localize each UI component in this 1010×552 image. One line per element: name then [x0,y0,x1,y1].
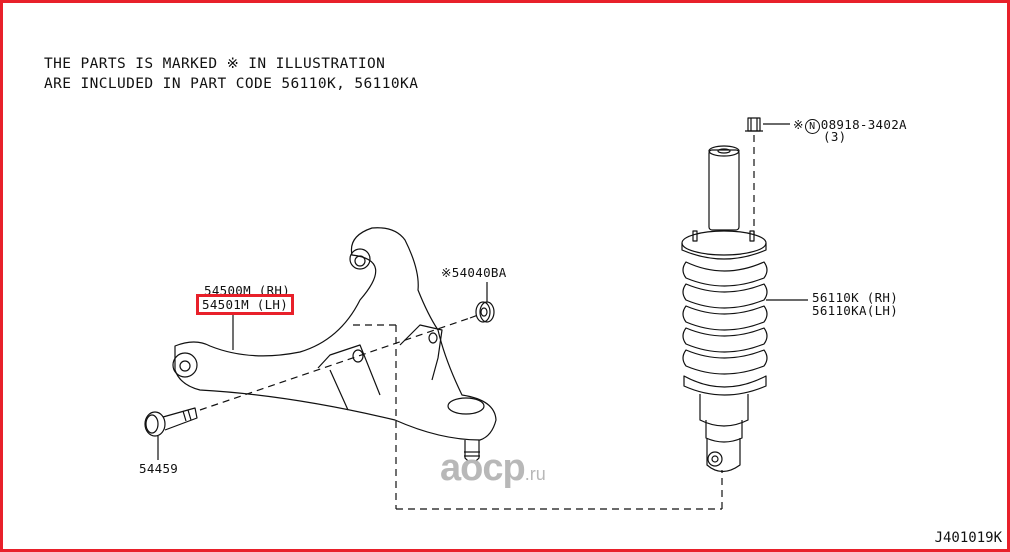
part-number: 08918-3402A [820,117,907,132]
lower-control-arm-icon [172,227,497,463]
watermark-suffix: .ru [524,464,546,484]
diagram-note: THE PARTS IS MARKED ※ IN ILLUSTRATION AR… [44,54,418,94]
bolt-icon [144,407,198,437]
shock-absorber-icon [681,145,768,473]
label-arm-rh: 54500M (RH) [204,283,291,298]
note-line-2: ARE INCLUDED IN PART CODE 56110K, 56110K… [44,76,419,92]
watermark-logo: aocp.ru [440,447,546,490]
label-arm-lh-highlighted[interactable]: 54501M (LH) [195,294,295,315]
label-bushing: ※54040BA [441,265,507,280]
label-bolt: 54459 [139,461,179,476]
included-mark: ※ [793,117,804,132]
label-top-nut-qty: (3) [823,129,847,144]
note-line-1: THE PARTS IS MARKED ※ IN ILLUSTRATION [44,56,386,72]
bushing-icon [475,301,495,323]
reference-code: J401019K [934,530,1002,546]
circled-n-icon: N [804,119,820,134]
watermark-main: aocp [440,447,526,489]
top-nut-icon [745,117,763,132]
label-shock-lh: 56110KA(LH) [812,303,899,318]
label-shock-rh: 56110K (RH) [812,290,899,305]
assembly-guide-lines [199,135,755,510]
